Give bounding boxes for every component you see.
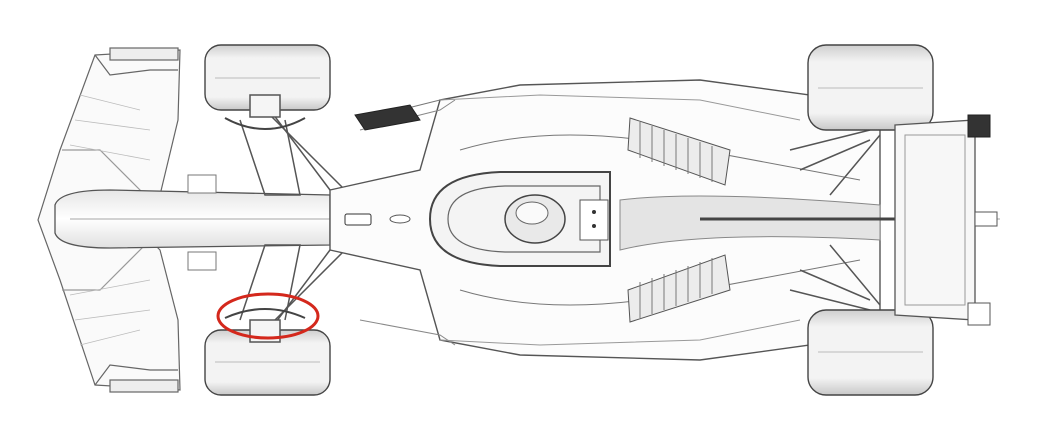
sidepod-louvres-top <box>627 117 731 186</box>
highlight-ellipse <box>216 292 320 340</box>
rear-right-tire <box>807 44 934 131</box>
halo-cockpit <box>428 171 611 267</box>
nose-camera-pods <box>344 213 411 226</box>
rear-left-tire <box>807 309 934 396</box>
sidepod-louvres-bottom <box>627 254 731 323</box>
rear-wing <box>894 114 998 326</box>
rear-suspension <box>789 129 881 311</box>
